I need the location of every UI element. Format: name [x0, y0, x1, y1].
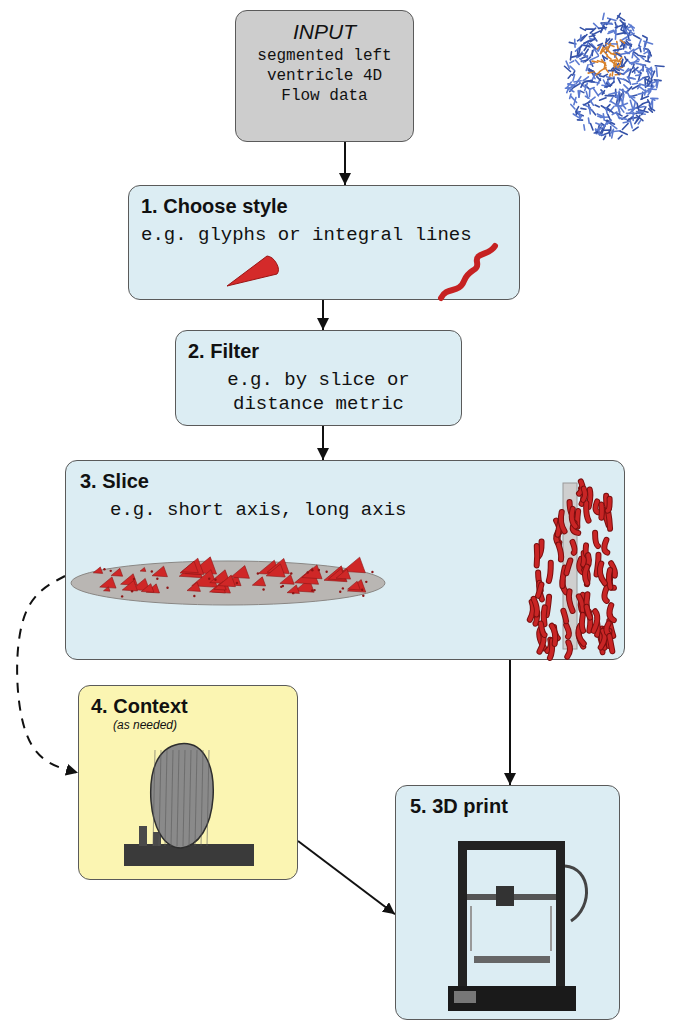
step-illustration — [66, 461, 624, 659]
flow-arrow — [322, 426, 324, 461]
process-box: 2. Filter e.g. by slice or distance metri… — [175, 330, 462, 426]
step-heading: 2. Filter — [188, 339, 449, 363]
flow-arrow — [344, 142, 346, 185]
process-box: 5. 3D print — [395, 785, 620, 1020]
flow-arrow — [298, 841, 395, 914]
step-note: (as needed) — [113, 718, 285, 732]
context-box: 4. Context(as needed) — [78, 685, 298, 880]
flow-arrow — [509, 660, 511, 785]
process-box: 3. Slice e.g. short axis, long axis — [65, 460, 625, 660]
step-body: e.g. glyphs or integral lines — [141, 224, 507, 248]
input-box: INPUTsegmented left ventricle 4D Flow da… — [235, 10, 414, 142]
process-box: 1. Choose style e.g. glyphs or integral l… — [128, 185, 520, 300]
input-heading: INPUT — [248, 19, 401, 44]
step-body: e.g. by slice or distance metric — [188, 369, 449, 417]
step-heading: 1. Choose style — [141, 194, 507, 218]
step-heading: 3. Slice — [80, 469, 610, 493]
step-illustration — [396, 786, 619, 1019]
step-heading: 4. Context — [91, 694, 285, 718]
step-heading: 5. 3D print — [410, 794, 605, 818]
step-body: e.g. short axis, long axis — [80, 499, 610, 523]
flow-arrow — [322, 300, 324, 330]
input-body: segmented left ventricle 4D Flow data — [248, 46, 401, 106]
